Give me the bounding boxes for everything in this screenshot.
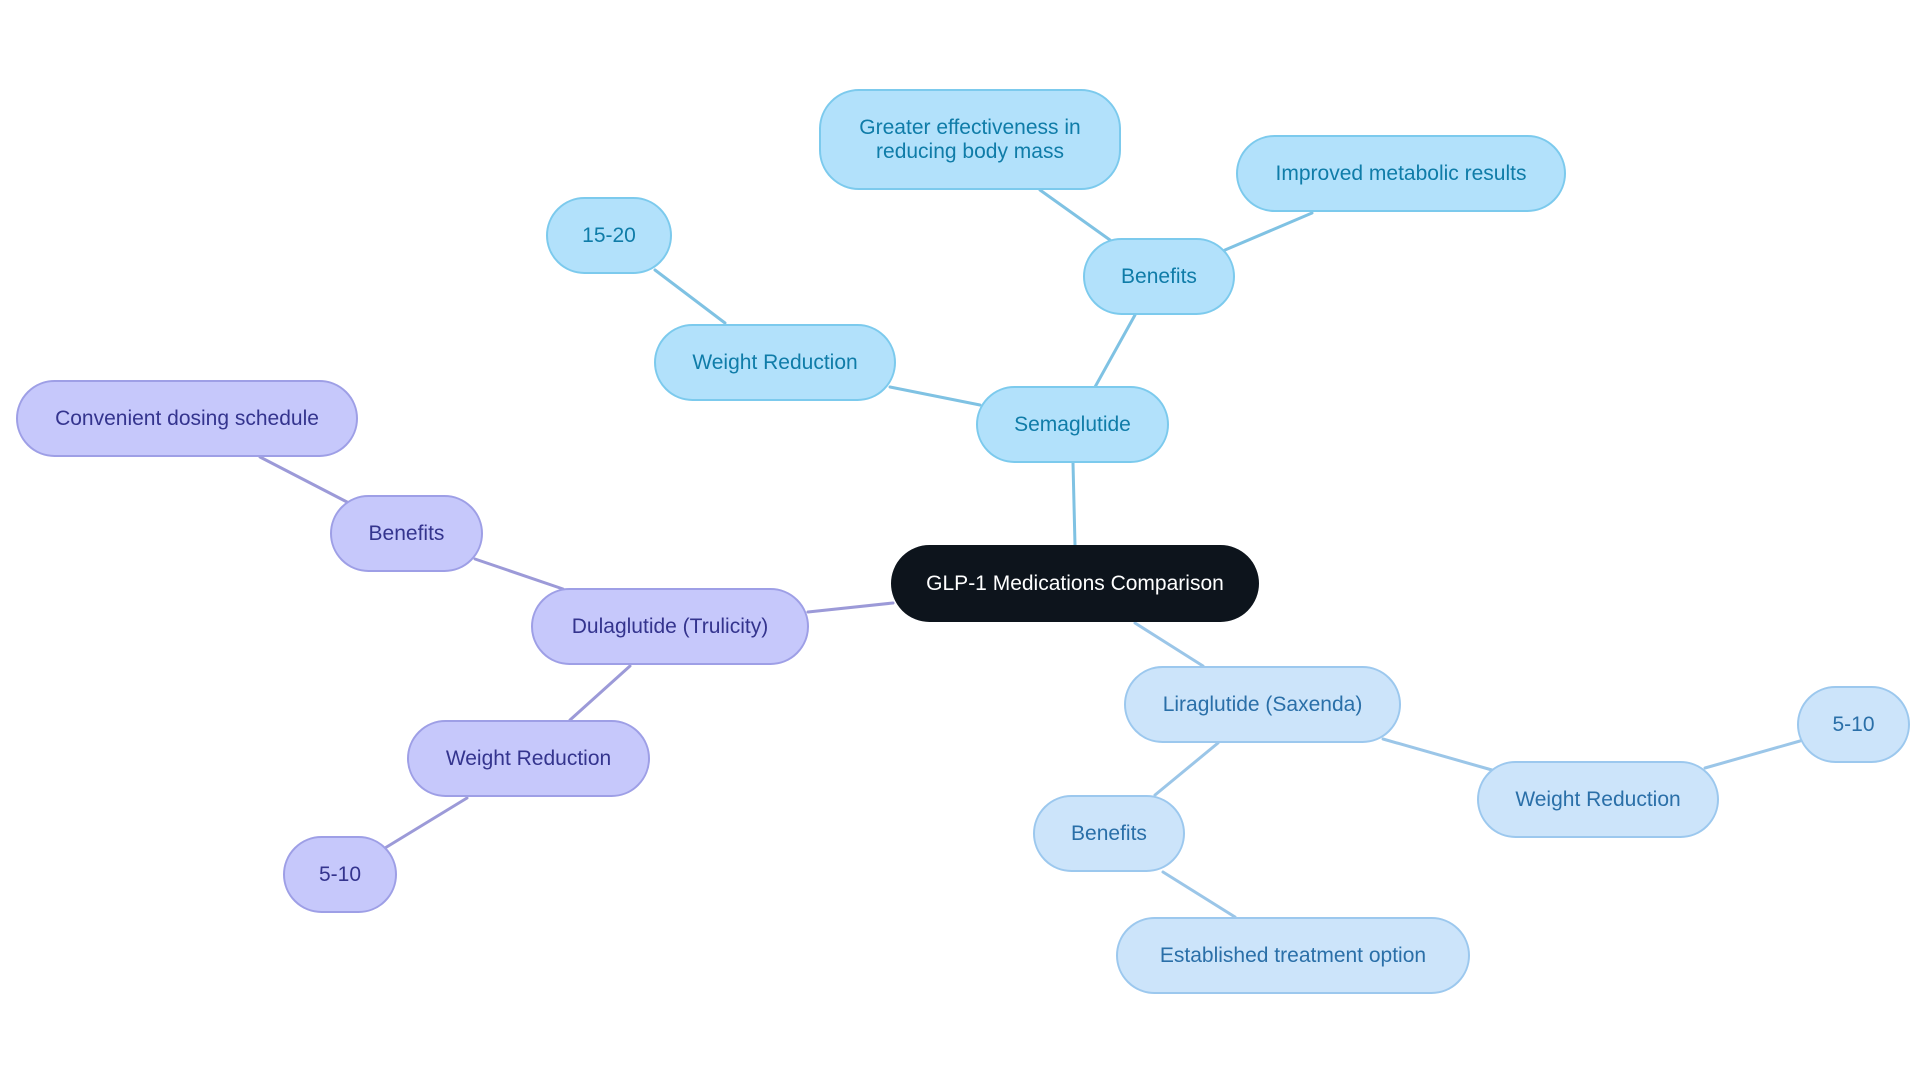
link-liraglutide-weight [1381,737,1494,772]
link-weight-5-10-lira [1703,739,1802,770]
link-benefits-convenient [258,455,349,504]
dulaglutide-weight-reduction-node[interactable]: Weight Reduction [407,720,650,797]
semaglutide-benefits-node[interactable]: Benefits [1083,238,1235,315]
link-weight-15-20 [653,268,727,325]
link-benefits-established [1161,870,1237,919]
liraglutide-weight-reduction-node[interactable]: Weight Reduction [1477,761,1719,838]
link-benefits-effectiveness [1038,188,1112,242]
dulaglutide-benefit-convenient[interactable]: Convenient dosing schedule [16,380,358,457]
link-liraglutide-benefits [1153,741,1220,797]
semaglutide-weight-value[interactable]: 15-20 [546,197,672,274]
link-semaglutide-benefits [1093,313,1137,389]
link-dulaglutide-benefits [473,557,565,591]
link-benefits-metabolic [1223,211,1314,252]
semaglutide-node[interactable]: Semaglutide [976,386,1169,463]
link-root-dulaglutide [806,601,895,614]
link-root-liraglutide [1133,621,1205,668]
link-weight-5-10-dula [383,796,469,850]
dulaglutide-weight-value[interactable]: 5-10 [283,836,397,913]
liraglutide-benefit-established[interactable]: Established treatment option [1116,917,1470,994]
liraglutide-node[interactable]: Liraglutide (Saxenda) [1124,666,1401,743]
semaglutide-weight-reduction-node[interactable]: Weight Reduction [654,324,896,401]
dulaglutide-benefits-node[interactable]: Benefits [330,495,483,572]
link-dulaglutide-weight [568,664,632,722]
liraglutide-benefits-node[interactable]: Benefits [1033,795,1185,872]
semaglutide-benefit-metabolic[interactable]: Improved metabolic results [1236,135,1566,212]
link-root-semaglutide [1071,461,1077,547]
link-semaglutide-weight [888,385,982,407]
semaglutide-benefit-effectiveness[interactable]: Greater effectiveness in reducing body m… [819,89,1121,190]
dulaglutide-node[interactable]: Dulaglutide (Trulicity) [531,588,809,665]
root-node[interactable]: GLP-1 Medications Comparison [891,545,1259,622]
liraglutide-weight-value[interactable]: 5-10 [1797,686,1910,763]
